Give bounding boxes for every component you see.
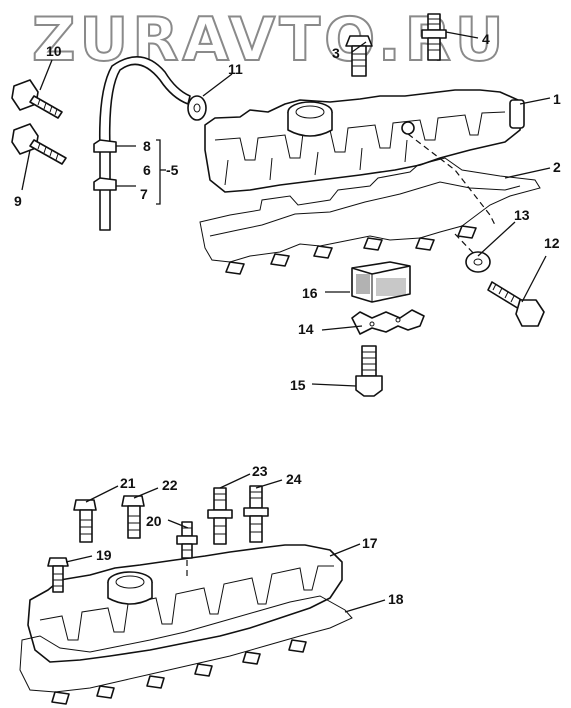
callout-20: 20 [146, 513, 162, 529]
callout-5: -5 [166, 162, 179, 178]
bolt-15 [355, 345, 383, 397]
callout-12: 12 [544, 235, 560, 251]
bolt-9 [11, 123, 67, 165]
callout-15: 15 [290, 377, 306, 393]
cover-gasket-upper [199, 157, 541, 275]
callout-21: 21 [120, 475, 136, 491]
callout-19: 19 [96, 547, 112, 563]
callout-10: 10 [46, 43, 62, 59]
callout-6: 6 [143, 162, 151, 178]
guide-line-upper [407, 133, 496, 226]
callout-1: 1 [553, 91, 561, 107]
callout-2: 2 [553, 159, 561, 175]
callout-5-number: 5 [171, 162, 179, 178]
bolt-12 [487, 281, 545, 327]
callout-14: 14 [298, 321, 314, 337]
callout-labels: 1 2 3 4 -5 6 7 8 9 10 11 12 13 14 15 16 … [14, 31, 561, 607]
callout-18: 18 [388, 591, 404, 607]
callout-8: 8 [143, 138, 151, 154]
insulator-16 [351, 261, 411, 303]
callout-13: 13 [514, 207, 530, 223]
callout-4: 4 [482, 31, 490, 47]
callout-7: 7 [140, 186, 148, 202]
stud-23 [207, 487, 233, 545]
callout-9: 9 [14, 193, 22, 209]
bolt-22 [121, 495, 145, 539]
bolt-19 [47, 557, 69, 593]
bolt-21 [73, 499, 97, 543]
cylinder-head-cover-lower [27, 544, 343, 663]
stud-24 [243, 485, 269, 543]
callout-22: 22 [162, 477, 178, 493]
bracket-prefix: - [166, 162, 171, 178]
guide-line-washer [454, 233, 479, 259]
breather-hose [93, 56, 191, 231]
bolt-3 [345, 35, 373, 77]
callout-23: 23 [252, 463, 268, 479]
callout-3: 3 [332, 45, 340, 61]
bolt-10 [11, 79, 63, 119]
callout-17: 17 [362, 535, 378, 551]
watermark-text: ZURAVTO.RU [32, 5, 508, 75]
leader-lines [21, 31, 551, 613]
washer-11 [187, 95, 207, 121]
callout-24: 24 [286, 471, 302, 487]
stud-4 [421, 13, 447, 61]
cylinder-head-cover-upper [204, 89, 525, 193]
callout-11: 11 [228, 61, 243, 77]
cover-gasket-lower [19, 595, 353, 705]
bracket-14 [351, 309, 425, 335]
washer-13 [465, 251, 491, 273]
callout-16: 16 [302, 285, 318, 301]
stud-20 [176, 521, 198, 559]
